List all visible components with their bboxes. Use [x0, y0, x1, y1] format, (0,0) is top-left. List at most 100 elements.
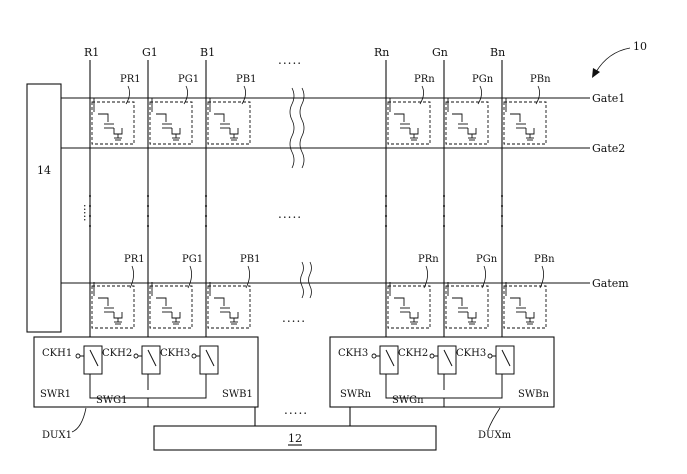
tft-symbol — [389, 98, 419, 141]
clock-label-3-left: CKH3 — [160, 348, 190, 359]
dot-mark — [205, 225, 207, 227]
column-label-g1: G1 — [142, 46, 158, 59]
tft-symbol — [505, 282, 535, 325]
tft-symbol — [447, 98, 477, 141]
row-ellipsis: ..... — [81, 204, 94, 221]
dot-mark — [443, 205, 445, 207]
clock-label-2-right: CKH2 — [398, 348, 428, 359]
pixel-label-pr1-bottom: PR1 — [124, 254, 145, 265]
pixel-cell — [387, 101, 431, 145]
switches-group — [75, 345, 515, 407]
vertical-dots: ..... — [81, 204, 94, 221]
gate-label-2: Gate2 — [592, 142, 625, 155]
tft-symbol — [93, 98, 123, 141]
dot-mark — [385, 205, 387, 207]
pixel-cell — [207, 101, 251, 145]
break-mark-bottom-right — [308, 261, 312, 299]
dot-mark — [501, 195, 503, 197]
dot-mark — [147, 205, 149, 207]
switch-label-sw-bn: SWBn — [518, 389, 549, 400]
dot-mark — [385, 225, 387, 227]
pixel-cell — [91, 101, 135, 145]
switch-label-sw-r1: SWR1 — [40, 389, 71, 400]
vertical-dots-group — [89, 195, 503, 227]
demux-leader-right — [487, 407, 501, 431]
source-driver-label: 12 — [288, 432, 302, 445]
tft-symbol — [209, 282, 239, 325]
demux-switch — [133, 345, 161, 390]
dot-mark — [205, 205, 207, 207]
column-label-r1: R1 — [84, 46, 99, 59]
dot-mark — [501, 215, 503, 217]
tft-symbol — [505, 98, 535, 141]
pixel-label-prn-top: PRn — [414, 74, 435, 85]
column-label-b1: B1 — [200, 46, 215, 59]
tft-symbol — [389, 282, 419, 325]
tft-symbol — [447, 282, 477, 325]
demux-switch — [429, 345, 457, 390]
bottom-ellipsis: ..... — [284, 403, 308, 417]
tft-symbol — [151, 282, 181, 325]
dot-mark — [147, 195, 149, 197]
demux-block-right — [329, 336, 555, 408]
lower-ellipsis: ..... — [282, 311, 306, 325]
switch-label-sw-rn: SWRn — [340, 389, 372, 400]
pixel-cell — [387, 285, 431, 329]
pixel-cell — [149, 285, 193, 329]
clock-label-1-right: CKH3 — [338, 348, 368, 359]
dot-mark — [443, 215, 445, 217]
column-label-rn: Rn — [374, 46, 389, 59]
demux-leader-left — [71, 407, 87, 433]
demux-label-right: DUXm — [478, 430, 512, 441]
column-label-bn: Bn — [490, 46, 505, 59]
pixel-cell — [91, 285, 135, 329]
dot-mark — [443, 225, 445, 227]
gate-driver-block — [26, 83, 62, 333]
tft-symbol — [151, 98, 181, 141]
pixel-label-pbn-top: PBn — [530, 74, 551, 85]
switch-label-sw-g1: SWG1 — [96, 395, 127, 406]
break-mark-top-left — [289, 87, 295, 169]
pixel-row-1 — [91, 101, 547, 145]
figure-ref-leader — [595, 47, 631, 73]
demux-switch — [371, 345, 399, 390]
pixel-label-prn-bottom: PRn — [418, 254, 439, 265]
pixel-cell — [445, 285, 489, 329]
column-label-gn: Gn — [432, 46, 448, 59]
switch-label-sw-b1: SWB1 — [222, 389, 253, 400]
cell-symbols — [93, 98, 535, 325]
pixel-label-pg1-bottom: PG1 — [182, 254, 203, 265]
pixel-row-m — [91, 285, 547, 329]
pixel-label-pr1-top: PR1 — [120, 74, 141, 85]
dot-mark — [89, 225, 91, 227]
pixel-cell — [207, 285, 251, 329]
switch-label-sw-gn: SWGn — [392, 395, 424, 406]
dot-mark — [89, 205, 91, 207]
clock-label-3-right: CKH3 — [456, 348, 486, 359]
demux-bus — [89, 390, 207, 407]
middle-ellipsis: ..... — [278, 207, 302, 221]
dot-mark — [147, 225, 149, 227]
pixel-label-pb1-top: PB1 — [236, 74, 256, 85]
demux-switch — [75, 345, 103, 390]
dot-mark — [205, 215, 207, 217]
dot-mark — [501, 225, 503, 227]
pixel-label-pbn-bottom: PBn — [534, 254, 555, 265]
tft-symbol — [93, 282, 123, 325]
dot-mark — [385, 195, 387, 197]
column-ellipsis: ..... — [278, 53, 302, 67]
gate-driver-label: 14 — [37, 164, 51, 177]
demux-block-left — [33, 336, 259, 408]
gate-label-m: Gatem — [592, 277, 629, 290]
pixel-label-pgn-bottom: PGn — [476, 254, 498, 265]
pixel-cell — [445, 101, 489, 145]
clock-label-1-left: CKH1 — [42, 348, 72, 359]
dot-mark — [385, 215, 387, 217]
pixel-cell — [503, 101, 547, 145]
pixel-label-pgn-top: PGn — [472, 74, 494, 85]
pixel-label-pb1-bottom: PB1 — [240, 254, 260, 265]
figure-ref-arrowhead — [592, 68, 600, 78]
break-mark-bottom-left — [300, 261, 304, 299]
